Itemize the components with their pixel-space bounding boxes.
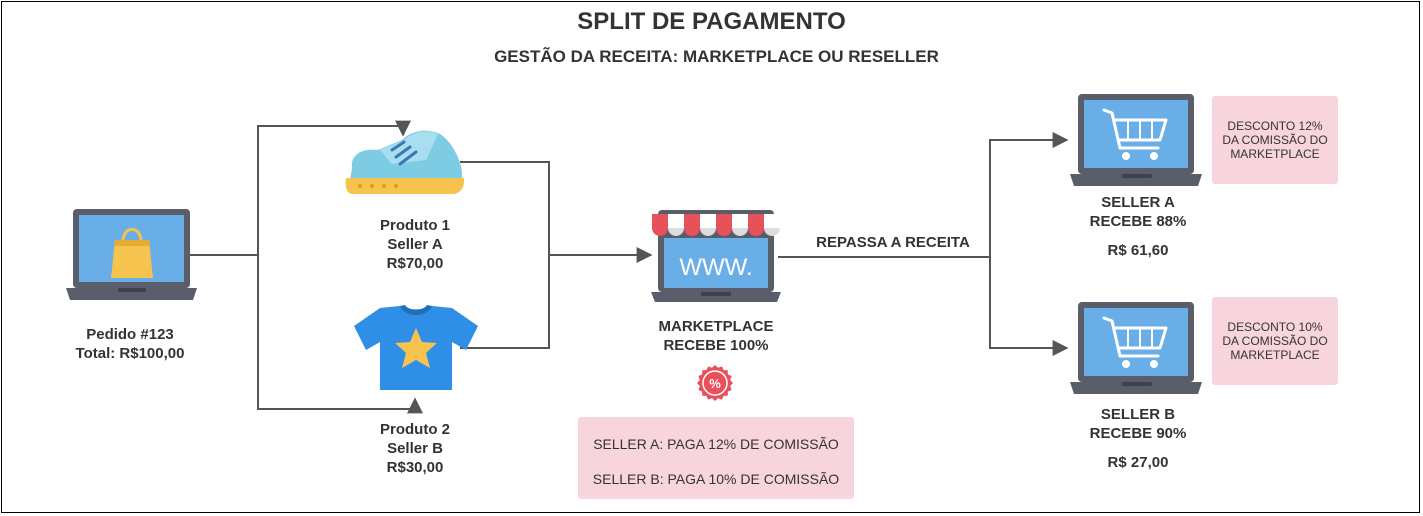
product1-price: R$70,00 [386,255,444,272]
seller-a-amount: R$ 61,60 [1107,242,1169,259]
diagram-subtitle: GESTÃO DA RECEITA: MARKETPLACE OU RESELL… [494,47,939,66]
commission-seller-a: SELLER A: PAGA 12% DE COMISSÃO [593,436,839,452]
percent-badge-icon: % [697,365,733,401]
diagram-title: SPLIT DE PAGAMENTO [577,8,846,35]
cart-icon [1102,108,1168,150]
seller-b-discount-note: DESCONTO 10% DA COMISSÃO DO MARKETPLACE [1212,297,1338,385]
order-number: Pedido #123 [86,326,174,343]
cart-icon [1102,316,1168,358]
note-b-line2: DA COMISSÃO DO [1222,334,1328,348]
shopping-bag-icon [111,227,153,278]
seller-a-label: SELLER A RECEBE 88% R$ 61,60 [1068,193,1208,260]
product1-label: Produto 1 Seller A R$70,00 [345,216,485,273]
note-b-line3: MARKETPLACE [1230,348,1320,362]
connector-to-seller-b [989,257,1069,356]
seller-a-laptop-icon [1070,94,1202,186]
transfer-label: REPASSA A RECEITA [816,234,970,251]
seller-b-name: SELLER B [1100,406,1176,423]
order-laptop-icon [66,209,197,300]
seller-a-share: RECEBE 88% [1089,213,1187,230]
product1-seller: Seller A [387,236,443,253]
connector-to-seller-a [989,132,1069,257]
connector-to-product1 [257,120,411,255]
tshirt-star-icon [354,305,478,390]
order-label: Pedido #123 Total: R$100,00 [50,325,210,363]
note-a-line2: DA COMISSÃO DO [1222,133,1328,147]
note-b-line1: DESCONTO 10% [1227,320,1323,334]
product2-label: Produto 2 Seller B R$30,00 [345,420,485,477]
marketplace-share: RECEBE 100% [663,337,769,354]
seller-b-share: RECEBE 90% [1089,425,1187,442]
seller-b-label: SELLER B RECEBE 90% R$ 27,00 [1068,405,1208,472]
note-a-line1: DESCONTO 12% [1227,119,1323,133]
product2-name: Produto 2 [380,421,450,438]
product2-price: R$30,00 [386,459,444,476]
seller-a-discount-note: DESCONTO 12% DA COMISSÃO DO MARKETPLACE [1212,96,1338,184]
sneaker-icon [345,130,465,194]
commission-note: SELLER A: PAGA 12% DE COMISSÃO SELLER B:… [578,417,854,499]
connector-product2-to-marketplace [460,255,550,349]
connector-product1-to-marketplace [460,161,550,255]
marketplace-name: MARKETPLACE [658,318,774,335]
storefront-icon: WWW. [651,210,781,302]
connector-to-product2 [257,255,423,414]
seller-b-amount: R$ 27,00 [1107,454,1169,471]
commission-seller-b: SELLER B: PAGA 10% DE COMISSÃO [592,471,840,487]
marketplace-label: MARKETPLACE RECEBE 100% [636,317,796,355]
percent-text: % [709,376,721,391]
seller-b-laptop-icon [1070,302,1202,394]
seller-a-name: SELLER A [1101,194,1175,211]
note-a-line3: MARKETPLACE [1230,147,1320,161]
product2-seller: Seller B [387,440,443,457]
product1-name: Produto 1 [380,217,450,234]
order-total: Total: R$100,00 [75,345,185,362]
www-text: WWW. [679,254,752,281]
